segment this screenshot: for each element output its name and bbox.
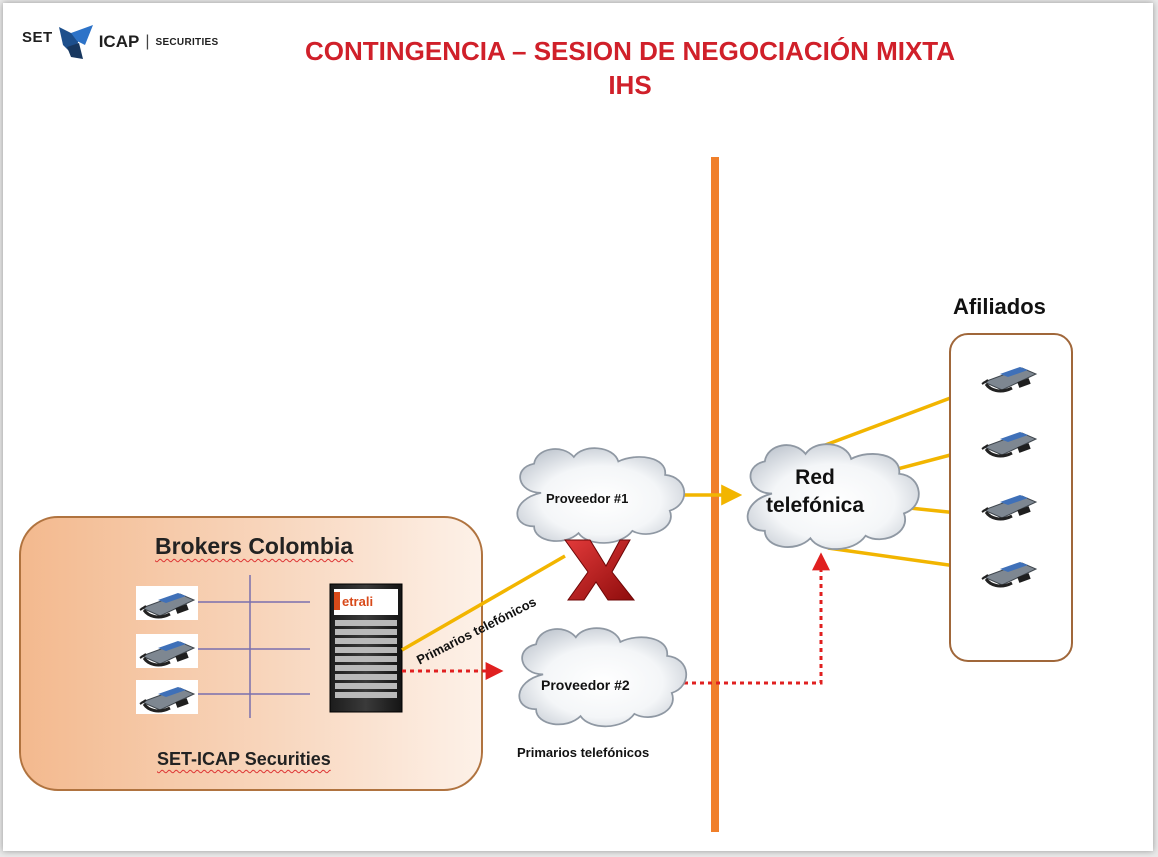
red-telefonica-line-1: Red	[795, 466, 835, 489]
brokers-title-text: Brokers Colombia	[155, 533, 354, 559]
affiliate-phone-icon	[976, 423, 1042, 461]
red-telefonica-label: Red telefónica	[766, 464, 864, 520]
backup-link-to-network	[676, 552, 830, 685]
broker-phone-icon	[134, 632, 200, 670]
logo-securities-text: SECURITIES	[155, 36, 219, 48]
server-brand-text: etrali	[342, 594, 373, 609]
title-line-1: CONTINGENCIA – SESION DE NEGOCIACIÓN MIX…	[304, 36, 956, 66]
logo-icap-text: ICAP	[98, 32, 140, 51]
provider-1-label: Proveedor #1	[546, 491, 629, 506]
x-failure-icon	[564, 539, 636, 601]
affiliate-phone-icon	[976, 358, 1042, 396]
affiliate-phone-icon	[976, 486, 1042, 524]
logo-separator: |	[145, 33, 150, 50]
page-title: CONTINGENCIA – SESION DE NEGOCIACIÓN MIX…	[210, 34, 1050, 102]
provider-2-link-label: Primarios telefónicos	[517, 745, 650, 760]
affiliate-phone-icon	[976, 553, 1042, 591]
primary-link-failed	[401, 554, 566, 652]
internal-wiring	[198, 575, 310, 718]
broker-phone-icon	[134, 584, 200, 622]
set-icap-mark-icon	[58, 25, 93, 59]
afiliados-title: Afiliados	[953, 294, 1046, 319]
logo-set-text: SET	[22, 28, 53, 46]
provider-2-label: Proveedor #2	[541, 677, 630, 693]
brokers-footer-label: SET-ICAP Securities	[157, 749, 331, 769]
brokers-colombia-title: Brokers Colombia	[155, 533, 353, 560]
broker-phone-icon	[134, 678, 200, 716]
set-icap-logo: SET ICAP | SECURITIES	[22, 22, 218, 62]
etrali-server-icon: etrali	[329, 583, 403, 713]
red-telefonica-line-2: telefónica	[766, 494, 865, 517]
title-line-2: IHS	[608, 70, 652, 100]
